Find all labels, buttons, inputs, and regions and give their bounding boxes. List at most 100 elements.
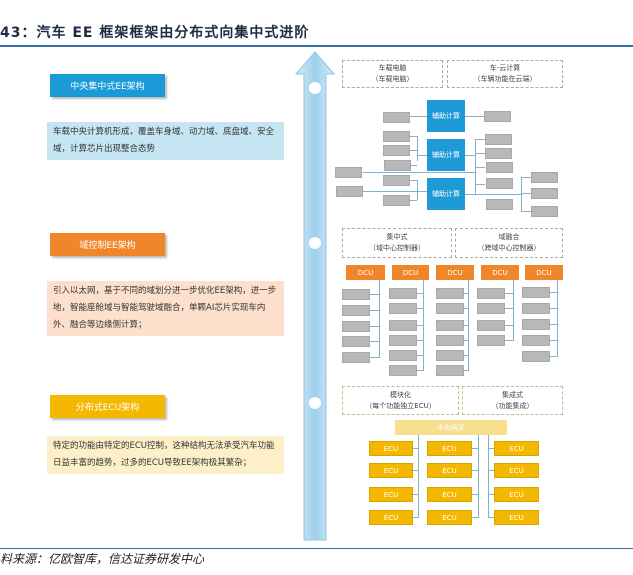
connector-line [410, 180, 417, 181]
ecu-node [436, 303, 464, 314]
ecu-node [389, 365, 417, 376]
connector-line [413, 517, 418, 518]
ecu-node [436, 320, 464, 331]
connector-line [521, 177, 531, 178]
connector-line [550, 292, 557, 293]
ecu-node [342, 305, 370, 316]
connector-line [417, 308, 423, 309]
ecu-block: ECU [494, 463, 539, 478]
ecu-block: ECU [427, 487, 472, 502]
ecu-block: ECU [427, 463, 472, 478]
header-subtitle: （车辆功能在云端） [473, 75, 537, 83]
milestone-dot [309, 82, 321, 94]
compute-block: 辅助计算 [427, 100, 465, 132]
connector-line [505, 293, 513, 294]
ecu-node [484, 111, 511, 122]
ecu-node [342, 336, 370, 347]
connector-line [410, 136, 418, 137]
ecu-node [522, 335, 550, 346]
header-subtitle: （跨域中心控制器） [477, 244, 541, 252]
header-title: 域融合 [498, 233, 520, 241]
connector-line [472, 470, 478, 471]
header-title: 集中式 [386, 233, 408, 241]
stage-label-central: 中央集中式EE架构 [50, 74, 165, 97]
connector-line [464, 370, 468, 371]
connector-line [363, 172, 475, 173]
ecu-node [389, 303, 417, 314]
ecu-node [477, 335, 505, 346]
header-subtitle: （每个功能独立ECU） [365, 401, 436, 410]
connector-line [488, 435, 489, 518]
ecu-node [486, 162, 513, 173]
ecu-node [383, 145, 410, 156]
connector-line [465, 116, 484, 117]
ecu-node [522, 303, 550, 314]
connector-line [413, 494, 418, 495]
connector-line [468, 280, 469, 371]
connector-line [417, 340, 423, 341]
ecu-node [477, 303, 505, 314]
ecu-node [436, 365, 464, 376]
connector-line [464, 340, 468, 341]
connector-line [370, 341, 379, 342]
header-domain-fusion: 域融合 （跨域中心控制器） [455, 228, 563, 258]
connector-line [472, 448, 478, 449]
connector-line [475, 153, 485, 154]
connector-line [370, 294, 379, 295]
connector-line [465, 194, 521, 195]
ecu-node [389, 288, 417, 299]
ecu-node [383, 112, 410, 123]
connector-line [475, 172, 476, 194]
source-note: 料来源：亿欧智库，信达证券研发中心 [0, 552, 205, 566]
connector-line [411, 165, 417, 166]
header-subtitle: （车载电脑） [371, 75, 414, 83]
milestone-dot [309, 397, 321, 409]
ecu-node [383, 131, 410, 142]
connector-line [410, 200, 417, 201]
connector-line [417, 136, 418, 161]
connector-line [488, 517, 494, 518]
connector-line [410, 150, 417, 151]
compute-block: 辅助计算 [427, 178, 465, 210]
ecu-block: ECU [427, 510, 472, 525]
ecu-block: ECU [494, 510, 539, 525]
stage-desc-domain: 引入以太网，基于不同的域划分进一步优化EE架构，进一步地，智能座舱域与智能驾驶域… [47, 281, 284, 336]
connector-line [550, 324, 557, 325]
connector-line [418, 435, 419, 518]
connector-line [475, 139, 485, 140]
ecu-node [477, 320, 505, 331]
connector-line [423, 280, 424, 371]
ecu-node [522, 319, 550, 330]
ecu-block: ECU [494, 487, 539, 502]
ecu-node [342, 289, 370, 300]
connector-line [475, 139, 476, 180]
figure-title: 43：汽车 EE 框架框架由分布式向集中式进阶 [0, 25, 310, 41]
ecu-node [531, 172, 558, 183]
ecu-node [531, 206, 558, 217]
stage-desc-distributed: 特定的功能由特定的ECU控制，这种结构无法承受汽车功能日益丰富的趋势，过多的EC… [47, 436, 284, 474]
connector-line [464, 325, 468, 326]
ecu-node [383, 195, 410, 206]
connector-line [464, 293, 468, 294]
evolution-arrow [294, 51, 336, 541]
stage-label-distributed: 分布式ECU架构 [50, 395, 165, 418]
connector-line [417, 370, 423, 371]
ecu-node [436, 288, 464, 299]
connector-line [464, 355, 468, 356]
ecu-node [342, 321, 370, 332]
header-integrated: 集成式（功能集成） [462, 386, 563, 415]
connector-line [379, 280, 380, 358]
connector-line [505, 308, 513, 309]
ecu-node [486, 178, 513, 189]
connector-line [505, 340, 513, 341]
stage-label-domain: 域控制EE架构 [50, 233, 165, 256]
header-centralized: 集中式（域中心控制器） [342, 228, 452, 258]
header-vehicle-cloud: 车-云计算（车辆功能在云端） [447, 60, 563, 88]
connector-line [410, 116, 427, 117]
ecu-node [436, 335, 464, 346]
connector-line [413, 470, 418, 471]
connector-line [472, 517, 478, 518]
stage-desc-central: 车载中央计算机形成，覆盖车身域、动力域、底盘域、安全域，计算芯片出现整合态势 [47, 122, 284, 160]
connector-line [417, 293, 423, 294]
connector-line [488, 470, 494, 471]
